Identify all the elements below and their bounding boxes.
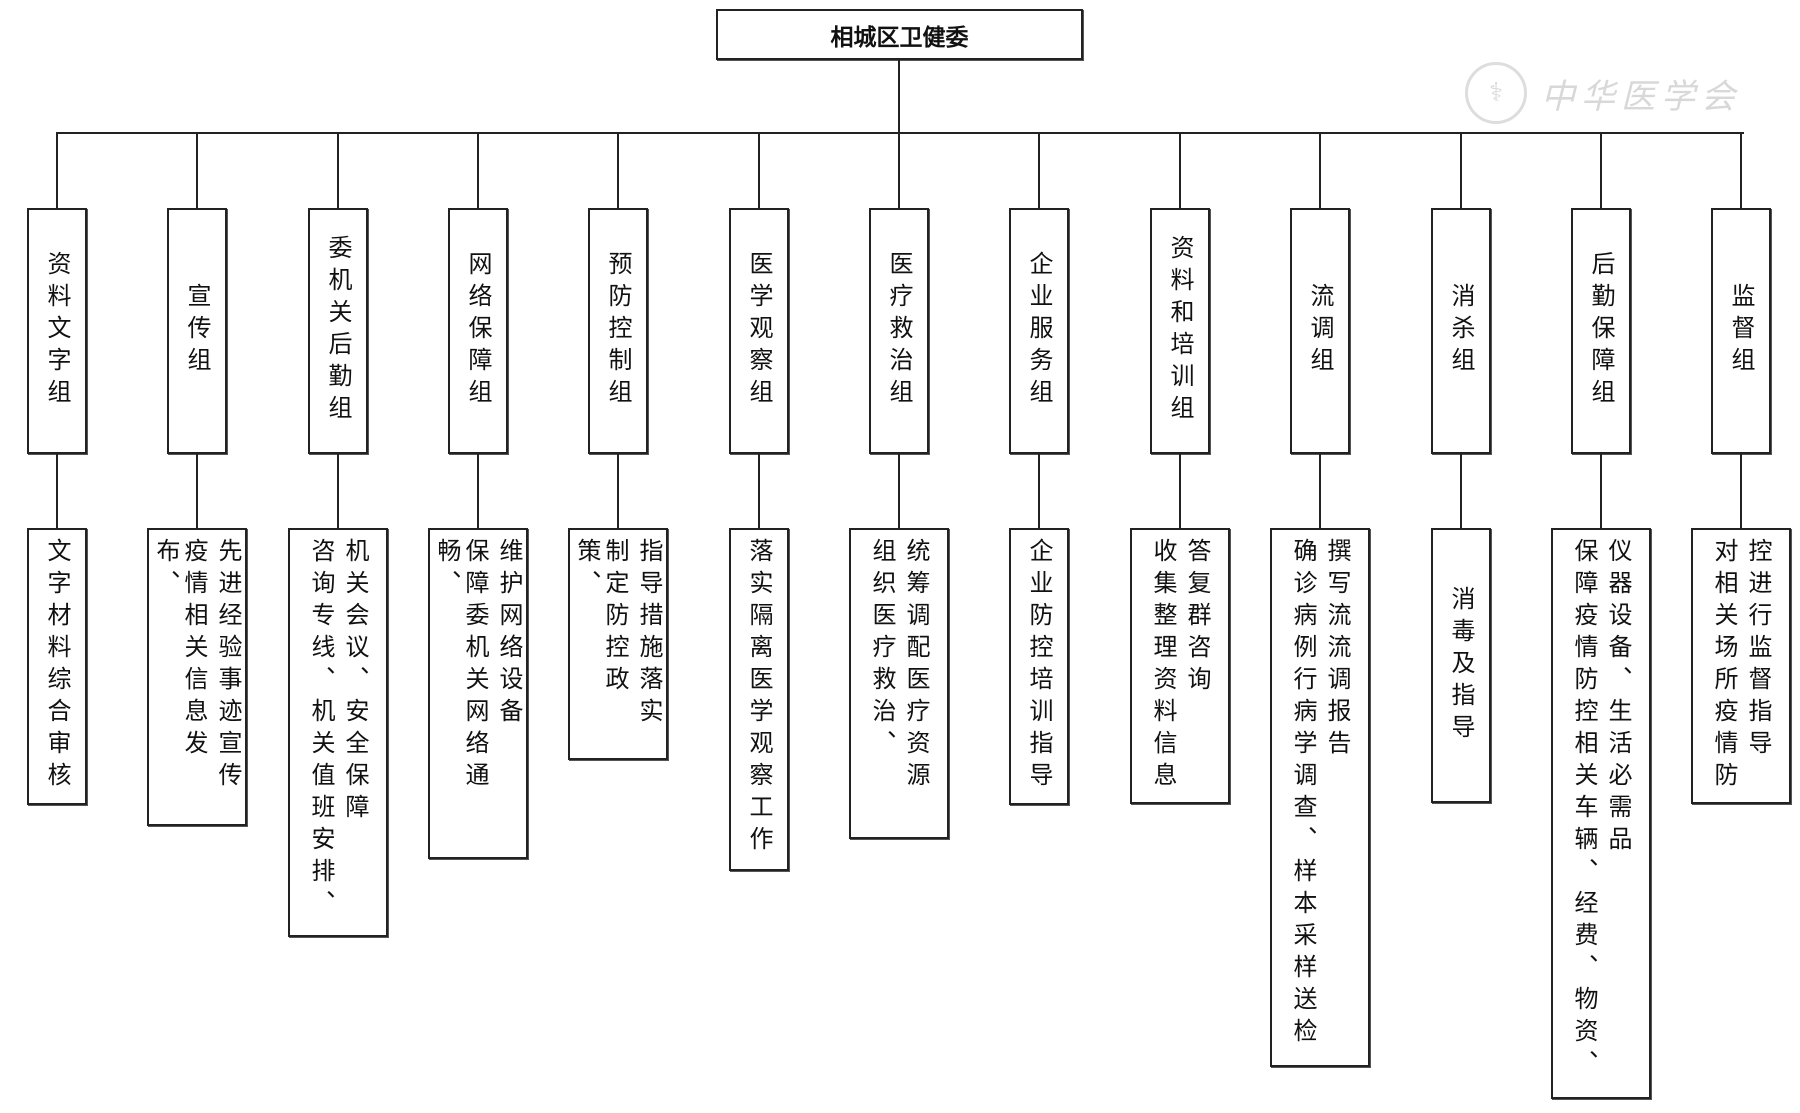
group-box: 企业服务组 <box>1009 208 1069 454</box>
duty-text: 机关会议、安全保障 <box>341 538 369 826</box>
duty-box: 维护网络设备保障委机关网络通畅、 <box>428 528 528 859</box>
group-box: 预防控制组 <box>588 208 648 454</box>
duty-box: 答复群咨询收集整理资料信息 <box>1130 528 1230 804</box>
group-name: 医学观察组 <box>745 251 773 411</box>
duty-connector <box>1179 454 1181 529</box>
group-box: 网络保障组 <box>448 208 508 454</box>
duty-box: 文字材料综合审核 <box>27 528 87 805</box>
duty-text: 疫情相关信息发布、 <box>152 538 208 762</box>
duty-connector <box>337 454 339 529</box>
duty-text: 统筹调配医疗资源 <box>902 538 930 794</box>
group-name: 流调组 <box>1306 283 1334 379</box>
duty-connector <box>1600 454 1602 529</box>
duty-text: 先进经验事迹宣传 <box>214 538 242 794</box>
group-connector <box>1460 133 1462 209</box>
group-name: 资料文字组 <box>43 251 71 411</box>
duty-text: 消毒及指导 <box>1447 585 1475 746</box>
duty-connector <box>196 454 198 529</box>
duty-box: 控进行监督指导对相关场所疫情防 <box>1691 528 1791 804</box>
group-connector <box>1740 133 1742 209</box>
duty-text: 指导措施落实 <box>635 538 663 730</box>
duty-box: 消毒及指导 <box>1431 528 1491 803</box>
duty-connector <box>477 454 479 529</box>
group-name: 预防控制组 <box>604 251 632 411</box>
duty-text: 保障委机关网络通畅、 <box>433 538 489 794</box>
group-name: 宣传组 <box>183 283 211 379</box>
duty-box: 统筹调配医疗资源组织医疗救治、 <box>849 528 949 839</box>
duty-box: 机关会议、安全保障咨询专线、机关值班安排、 <box>288 528 388 937</box>
group-connector <box>617 133 619 209</box>
duty-text: 企业防控培训指导 <box>1025 538 1053 794</box>
group-box: 宣传组 <box>167 208 227 454</box>
duty-text: 咨询专线、机关值班安排、 <box>307 538 335 922</box>
duty-box: 落实隔离医学观察工作 <box>729 528 789 871</box>
duty-text: 维护网络设备 <box>495 538 523 730</box>
group-connector <box>1038 133 1040 209</box>
group-box: 监督组 <box>1711 208 1771 454</box>
group-name: 企业服务组 <box>1025 251 1053 411</box>
root-node-box: 相城区卫健委 <box>716 9 1083 60</box>
group-box: 医疗救治组 <box>869 208 929 454</box>
group-name: 委机关后勤组 <box>324 235 352 427</box>
group-box: 资料文字组 <box>27 208 87 454</box>
duty-text: 收集整理资料信息 <box>1149 538 1177 794</box>
group-box: 医学观察组 <box>729 208 789 454</box>
duty-connector <box>1038 454 1040 529</box>
duty-box: 仪器设备、生活必需品保障疫情防控相关车辆、经费、物资、 <box>1551 528 1651 1099</box>
duty-text: 控进行监督指导 <box>1744 538 1772 762</box>
group-connector <box>898 133 900 209</box>
group-name: 后勤保障组 <box>1587 251 1615 411</box>
duty-text: 落实隔离医学观察工作 <box>745 538 773 858</box>
group-box: 流调组 <box>1290 208 1350 454</box>
duty-connector <box>1319 454 1321 529</box>
group-connector <box>1319 133 1321 209</box>
root-connector <box>898 60 900 134</box>
group-connector <box>337 133 339 209</box>
group-connector <box>1179 133 1181 209</box>
group-box: 消杀组 <box>1431 208 1491 454</box>
duty-text: 组织医疗救治、 <box>868 538 896 762</box>
horizontal-bus-line <box>56 132 1744 134</box>
duty-text: 确诊病例行病学调查、样本采样送检 <box>1289 538 1317 1050</box>
duty-connector <box>1460 454 1462 529</box>
duty-text: 仪器设备、生活必需品 <box>1604 538 1632 858</box>
group-box: 后勤保障组 <box>1571 208 1631 454</box>
duty-text: 制定防控政策、 <box>573 538 629 698</box>
duty-text: 保障疫情防控相关车辆、经费、物资、 <box>1570 538 1598 1082</box>
group-name: 资料和培训组 <box>1166 235 1194 427</box>
duty-text: 文字材料综合审核 <box>43 538 71 794</box>
duty-connector <box>1740 454 1742 529</box>
group-box: 委机关后勤组 <box>308 208 368 454</box>
group-connector <box>56 133 58 209</box>
group-name: 网络保障组 <box>464 251 492 411</box>
duty-connector <box>617 454 619 529</box>
group-connector <box>758 133 760 209</box>
group-connector <box>477 133 479 209</box>
duty-text: 撰写流流调报告 <box>1323 538 1351 762</box>
group-name: 医疗救治组 <box>885 251 913 411</box>
root-node-title: 相城区卫健委 <box>830 24 969 51</box>
group-connector <box>1600 133 1602 209</box>
duty-connector <box>898 454 900 529</box>
watermark: ⚕ 中华医学会 <box>1465 62 1741 124</box>
duty-box: 撰写流流调报告确诊病例行病学调查、样本采样送检 <box>1270 528 1370 1067</box>
duty-box: 先进经验事迹宣传疫情相关信息发布、 <box>147 528 247 826</box>
duty-connector <box>758 454 760 529</box>
group-connector <box>196 133 198 209</box>
watermark-text: 中华医学会 <box>1541 76 1741 117</box>
society-seal-icon: ⚕ <box>1465 62 1527 124</box>
group-name: 监督组 <box>1727 283 1755 379</box>
group-name: 消杀组 <box>1447 283 1475 379</box>
duty-text: 答复群咨询 <box>1183 538 1211 698</box>
duty-box: 企业防控培训指导 <box>1009 528 1069 805</box>
duty-box: 指导措施落实制定防控政策、 <box>568 528 668 760</box>
group-box: 资料和培训组 <box>1150 208 1210 454</box>
duty-connector <box>56 454 58 529</box>
duty-text: 对相关场所疫情防 <box>1710 538 1738 794</box>
